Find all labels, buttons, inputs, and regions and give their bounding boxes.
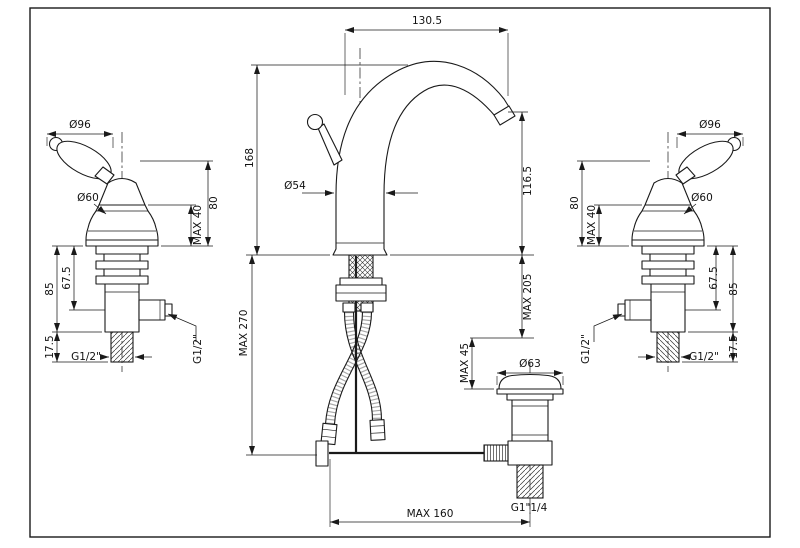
shank-washer <box>339 277 383 286</box>
max-rod-length-label: MAX 270 <box>238 310 250 357</box>
left-max-deck-label: MAX 40 <box>192 205 204 245</box>
rod-clamp <box>315 440 329 467</box>
linkage-knurled-nut <box>483 444 509 462</box>
left-outlet-thread-label: G1/2" <box>192 334 204 364</box>
right-handle-labels: Ø96 Ø60 80 MAX 40 85 67.5 17.5 G1/2" G1/… <box>569 119 740 364</box>
mounting-nut <box>95 275 149 285</box>
spacer <box>103 253 141 262</box>
max-hose-length-label: MAX 205 <box>522 274 534 321</box>
drain-max-deck-label: MAX 45 <box>459 343 471 383</box>
escutcheon <box>85 204 159 241</box>
drain-assembly <box>315 362 564 514</box>
valve-body <box>104 283 140 333</box>
left-height-above-deck-label: 80 <box>208 196 220 209</box>
aerator <box>493 105 516 126</box>
left-tail-length-label: 17.5 <box>44 335 56 358</box>
spout-assembly <box>246 48 534 453</box>
spout-outlet-height-label: 116.5 <box>522 166 534 196</box>
right-outlet-height-label: 67.5 <box>708 266 720 289</box>
left-handle-labels: Ø96 Ø60 80 MAX 40 85 67.5 17.5 G1/2" G1/… <box>44 119 220 364</box>
left-outlet-height-label: 67.5 <box>61 266 73 289</box>
left-base-diameter-label: Ø60 <box>77 192 99 204</box>
base-ring <box>85 239 159 247</box>
body-diameter-label: Ø54 <box>284 180 306 192</box>
hose-connector <box>360 302 374 313</box>
hose-connector <box>342 302 356 313</box>
drain-neck <box>506 393 554 401</box>
right-max-deck-label: MAX 40 <box>586 205 598 245</box>
spacer <box>103 268 141 277</box>
handle-bonnet <box>98 177 146 206</box>
spout-reach-label: 130.5 <box>412 15 442 27</box>
hose-left <box>320 311 373 446</box>
hose-end-nut <box>369 419 386 441</box>
right-height-above-deck-label: 80 <box>569 196 581 209</box>
drain-cap-dome <box>498 373 562 390</box>
left-tail-thread-label: G1/2" <box>71 351 101 363</box>
right-tail-length-label: 17.5 <box>728 335 740 358</box>
right-handle-diameter-label: Ø96 <box>699 119 721 131</box>
max-distance-label: MAX 160 <box>407 508 454 520</box>
center-dimensions: 130.5 168 116.5 Ø54 MAX 270 MAX 205 MAX … <box>238 15 564 527</box>
spout-body <box>332 60 510 256</box>
left-handle-diameter-label: Ø96 <box>69 119 91 131</box>
right-height-below-deck-label: 85 <box>728 282 740 295</box>
drain-diameter-label: Ø63 <box>519 358 541 370</box>
drain-thread-label: G1"1/4 <box>511 502 548 514</box>
pop-up-lever-knob <box>306 113 324 131</box>
right-tail-thread-label: G1/2" <box>689 351 719 363</box>
left-height-below-deck-label: 85 <box>44 282 56 295</box>
washer <box>95 260 149 270</box>
hose-right <box>343 311 386 441</box>
handle-drawing <box>46 131 213 372</box>
side-outlet <box>138 299 166 321</box>
right-base-diameter-label: Ø60 <box>691 192 713 204</box>
washer <box>95 245 149 255</box>
drain-tailpipe <box>516 464 544 499</box>
spout-total-height-label: 168 <box>244 148 256 168</box>
right-outlet-thread-label: G1/2" <box>580 334 592 364</box>
drain-flange <box>496 388 564 395</box>
threaded-tail <box>110 331 134 363</box>
drain-nut <box>507 440 553 466</box>
